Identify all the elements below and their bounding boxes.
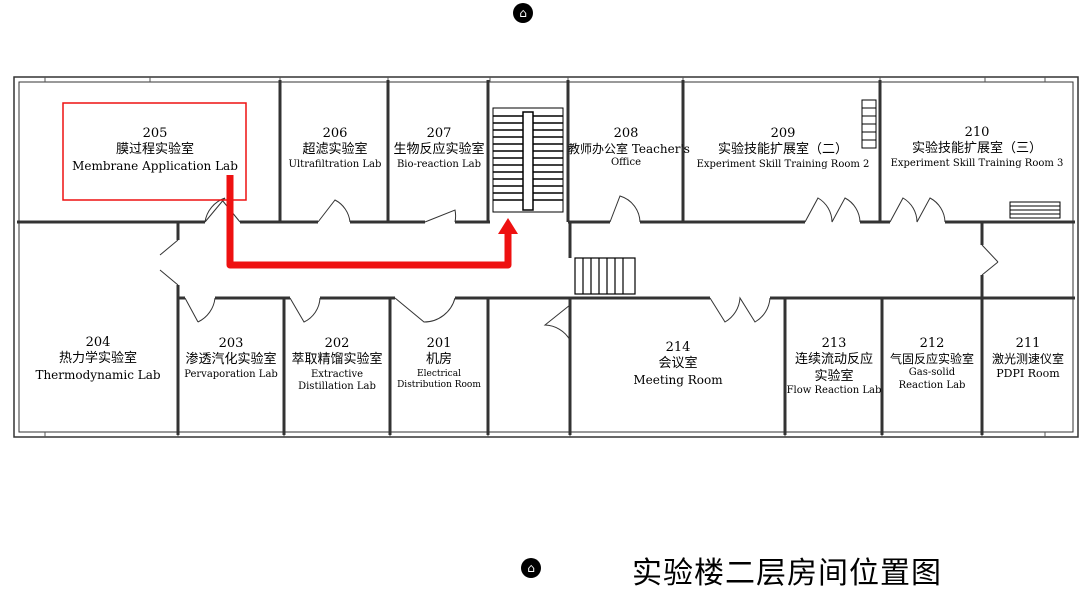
- top-row-walls: [278, 80, 882, 222]
- compass-icon: ⌂: [521, 558, 541, 578]
- room-213: 213 连续流动反应 实验室 Flow Reaction Lab: [786, 336, 882, 396]
- room-209: 209 实验技能扩展室（二） Experiment Skill Training…: [696, 126, 870, 170]
- floor-title: 实验楼二层房间位置图: [632, 556, 942, 591]
- room-211: 211 激光测速仪室 PDPI Room: [991, 336, 1064, 381]
- main-stairs: [492, 107, 564, 213]
- route-arrow-head: [498, 218, 518, 234]
- highlight-group: [62, 102, 518, 269]
- room-212: 212 气固反应实验室 Gas-solid Reaction Lab: [889, 336, 974, 391]
- outer-wall-inner: [18, 81, 1074, 433]
- compass-icon: ⌂: [513, 3, 533, 23]
- fixtures: [861, 99, 1061, 219]
- route-arrow-line: [226, 175, 512, 269]
- bottom-row-walls: [282, 298, 984, 435]
- outer-wall: [13, 76, 1079, 438]
- highlight-box: [62, 102, 247, 201]
- room-204: 204 热力学实验室 Thermodynamic Lab: [35, 335, 161, 382]
- room-205: 205 膜过程实验室 Membrane Application Lab: [72, 126, 238, 173]
- room-210: 210 实验技能扩展室（三） Experiment Skill Training…: [890, 125, 1064, 169]
- room-208: 208 教师办公室 Teacher's Office: [568, 126, 690, 169]
- room-206: 206 超滤实验室 Ultrafiltration Lab: [288, 126, 382, 170]
- room-207: 207 生物反应实验室 Bio-reaction Lab: [393, 126, 485, 170]
- room-201: 201 机房 Electrical Distribution Room: [397, 336, 481, 390]
- room-203: 203 渗透汽化实验室 Pervaporation Lab: [184, 336, 278, 380]
- room-202: 202 萃取精馏实验室 Extractive Distillation Lab: [291, 336, 383, 392]
- room-214: 214 会议室 Meeting Room: [633, 340, 723, 387]
- corridor-stairs: [574, 257, 636, 295]
